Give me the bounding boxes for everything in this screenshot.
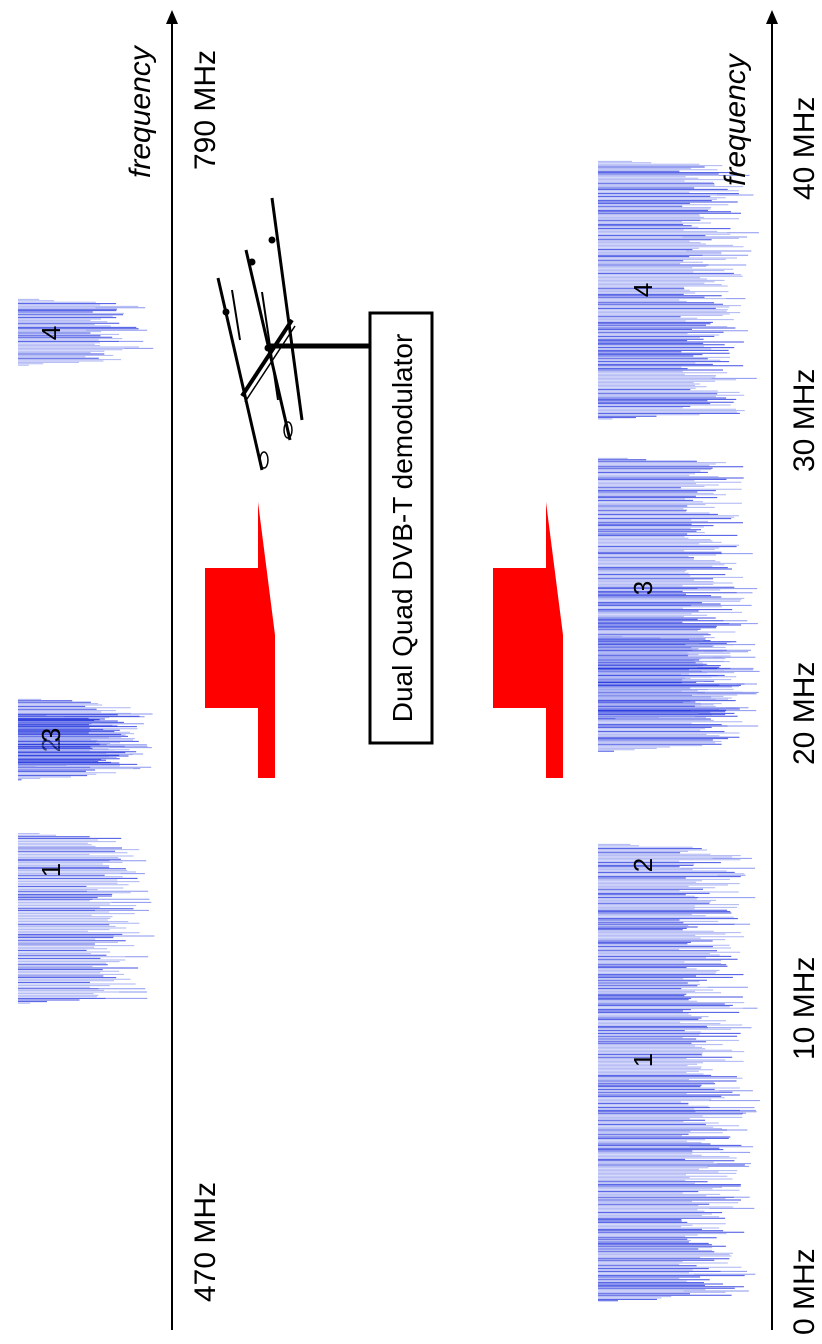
output-channel-2: 2	[598, 635, 760, 872]
bottom-axis-tick-10: 10 MHz	[788, 957, 821, 1060]
demodulator-rect	[368, 311, 434, 745]
input-channel-4-label: 4	[36, 326, 66, 340]
output-channel-2-label: 2	[628, 858, 658, 872]
top-axis-end-label: 790 MHz	[189, 50, 222, 170]
input-channel-4: 4	[18, 298, 154, 366]
top-axis-title: frequency	[124, 44, 157, 178]
bottom-axis-title: frequency	[719, 52, 752, 186]
top-axis-arrowhead	[166, 10, 178, 24]
bottom-axis-tick-0: 0 MHz	[788, 1248, 821, 1335]
output-channel-3-label: 3	[628, 581, 658, 595]
input-channel-1: 1	[18, 833, 155, 1004]
bottom-axis-tick-20: 20 MHz	[788, 662, 821, 765]
antenna-icon	[216, 197, 372, 471]
input-channel-3: 3	[18, 698, 144, 768]
bottom-axis-arrowhead	[766, 10, 778, 24]
demodulator-box: Dual Quad DVB-T demodulator	[368, 311, 434, 745]
input-spectra: 1 2 3 4	[18, 298, 155, 1004]
bottom-axis-tick-30: 30 MHz	[788, 369, 821, 472]
input-channel-1-label: 1	[36, 863, 66, 877]
top-axis: 470 MHz 790 MHz frequency	[124, 10, 222, 1330]
bottom-axis-tick-40: 40 MHz	[788, 97, 821, 200]
demodulator-label: Dual Quad DVB-T demodulator	[387, 334, 418, 723]
left-red-arrow	[205, 502, 275, 778]
top-axis-start-label: 470 MHz	[189, 1182, 222, 1302]
input-channel-2: 2	[18, 713, 153, 781]
right-red-arrow	[493, 502, 563, 778]
output-spectra: 1 2 3 4	[598, 160, 760, 1302]
output-channel-4-label: 4	[628, 283, 658, 297]
output-channel-4: 4	[598, 160, 759, 420]
output-channel-1: 1	[598, 843, 760, 1302]
input-channel-3-label: 3	[36, 728, 66, 742]
output-channel-3: 3	[598, 457, 758, 720]
output-channel-1-label: 1	[628, 1053, 658, 1067]
bottom-axis: frequency 0 MHz 10 MHz 20 MHz 30 MHz 40 …	[719, 10, 821, 1335]
